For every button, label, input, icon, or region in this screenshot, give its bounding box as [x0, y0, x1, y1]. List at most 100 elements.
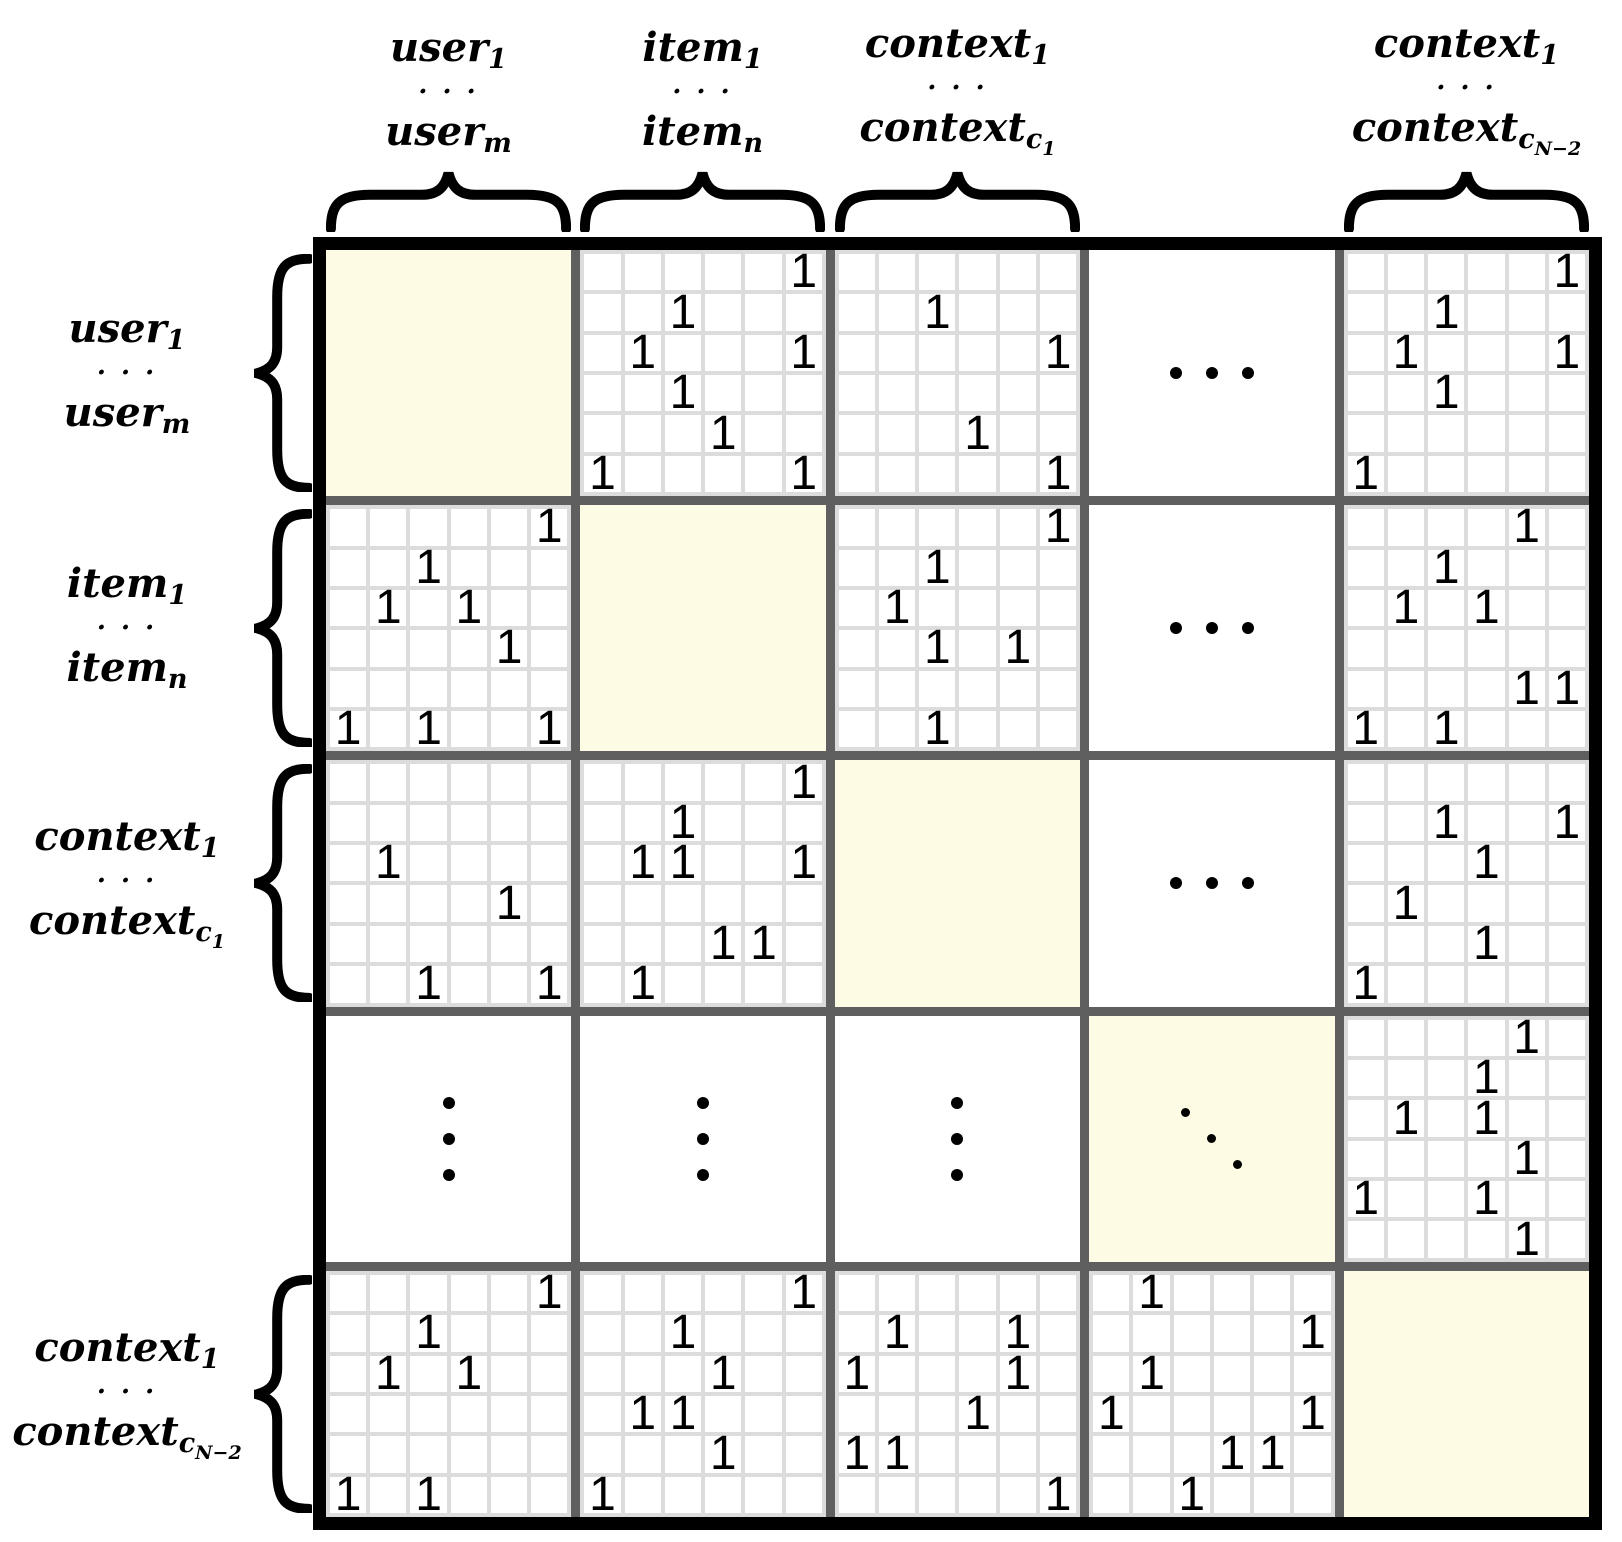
matrix-cell-one: 1 — [959, 1389, 996, 1438]
matrix-cell-empty — [785, 1315, 822, 1352]
col-header-contextN-label: context1 · · · contextcN−2 — [1351, 19, 1582, 160]
matrix-cell-empty — [490, 1274, 528, 1312]
matrix-cell-empty — [745, 1476, 782, 1513]
matrix-block-r4c4-diagonal-dots — [1089, 1015, 1335, 1262]
matrix-cell-empty — [330, 925, 367, 963]
matrix-cell-empty — [410, 885, 447, 922]
matrix-cell-empty — [1548, 925, 1585, 963]
matrix-cell-empty — [959, 670, 996, 708]
matrix-cell-empty — [1387, 1019, 1425, 1056]
matrix-cell-empty — [705, 455, 742, 493]
matrix-cell-one: 1 — [584, 1470, 621, 1519]
matrix-block-r1c1-diagonal — [326, 250, 572, 497]
matrix-cell-empty — [1347, 294, 1384, 331]
matrix-cell-empty — [1387, 711, 1425, 748]
matrix-cell-empty — [1039, 670, 1077, 708]
matrix-cell-one: 1 — [959, 409, 996, 457]
matrix-cell-empty — [1133, 1315, 1170, 1352]
matrix-cell-empty — [999, 711, 1036, 748]
matrix-cell-empty — [1387, 415, 1425, 452]
matrix-cell-empty — [919, 1315, 956, 1352]
matrix-cell-one: 1 — [999, 1349, 1036, 1397]
matrix-cell-one: 1 — [410, 1470, 447, 1519]
matrix-cell-empty — [330, 670, 367, 708]
matrix-cell-empty — [490, 1476, 528, 1513]
matrix-cell-empty — [584, 1436, 621, 1473]
matrix-cell-empty — [1093, 1476, 1130, 1513]
matrix-cell-empty — [1468, 630, 1505, 667]
ellipsis-dot — [442, 1168, 455, 1181]
matrix-cell-empty — [838, 1476, 876, 1513]
matrix-cell-empty — [531, 885, 568, 922]
matrix-block-r2c2-diagonal — [580, 505, 826, 752]
matrix-cell-empty — [1508, 415, 1545, 452]
matrix-cell-empty — [450, 711, 487, 748]
matrix-cell-empty — [879, 415, 916, 452]
matrix-cell-empty — [745, 1436, 782, 1473]
row-header-item-label: item1 · · · itemn — [66, 560, 188, 695]
matrix-cell-empty — [370, 804, 407, 842]
row-header-user: user1 · · · userm — [0, 250, 312, 496]
matrix-cell-empty — [624, 254, 661, 291]
ellipsis-dot — [697, 1096, 710, 1109]
matrix-cell-one: 1 — [785, 247, 822, 296]
matrix-cell-empty — [1508, 966, 1545, 1003]
ellipsis-dot — [1241, 367, 1254, 380]
matrix-cell-empty — [330, 549, 367, 586]
matrix-cell-empty — [1508, 630, 1545, 667]
matrix-cell-empty — [1468, 455, 1505, 493]
matrix-cell-empty — [999, 1436, 1036, 1473]
matrix-cell-empty — [879, 630, 916, 667]
matrix-cell-empty — [919, 334, 956, 372]
matrix-cell-empty — [330, 764, 367, 801]
matrix-cell-one: 1 — [1548, 247, 1585, 296]
matrix-cell-empty — [1508, 885, 1545, 922]
matrix-cell-empty — [1254, 1395, 1291, 1433]
matrix-cell-empty — [1039, 1436, 1077, 1473]
matrix-cell-empty — [1093, 1274, 1130, 1312]
matrix-cell-empty — [959, 1315, 996, 1352]
matrix-cell-empty — [705, 804, 742, 842]
matrix-cell-empty — [370, 1476, 407, 1513]
matrix-cell-empty — [624, 764, 661, 801]
matrix-cell-one: 1 — [919, 543, 956, 591]
matrix-cell-empty — [370, 670, 407, 708]
matrix-cell-empty — [919, 1274, 956, 1312]
matrix-cell-empty — [1548, 885, 1585, 922]
matrix-cell-one: 1 — [624, 328, 661, 377]
matrix-cell-empty — [531, 1476, 568, 1513]
matrix-cell-empty — [370, 1395, 407, 1433]
matrix-cell-one: 1 — [410, 960, 447, 1008]
matrix-cell-empty — [1387, 509, 1425, 546]
matrix-cell-empty — [1428, 589, 1465, 627]
matrix-cell-one: 1 — [1039, 449, 1077, 498]
matrix-cell-empty — [879, 334, 916, 372]
matrix-cell-empty — [1428, 630, 1465, 667]
matrix-cell-empty — [531, 1315, 568, 1352]
matrix-cell-empty — [705, 1274, 742, 1312]
matrix-cell-empty — [999, 549, 1036, 586]
matrix-cell-empty — [1428, 1140, 1465, 1178]
matrix-cell-empty — [490, 670, 528, 708]
matrix-cell-empty — [1213, 1395, 1251, 1433]
matrix-cell-one: 1 — [879, 1309, 916, 1357]
matrix-cell-empty — [785, 885, 822, 922]
matrix-block-r1c4-dots-horizontal — [1089, 250, 1335, 497]
matrix-cell-empty — [410, 1395, 447, 1433]
matrix-cell-empty — [1508, 925, 1545, 963]
matrix-cell-empty — [1039, 375, 1077, 412]
matrix-cell-empty — [959, 1274, 996, 1312]
matrix-cell-empty — [410, 764, 447, 801]
matrix-cell-empty — [879, 254, 916, 291]
matrix-cell-empty — [1428, 845, 1465, 882]
matrix-cell-empty — [1347, 925, 1384, 963]
ellipsis-dot — [1205, 367, 1218, 380]
matrix-cell-one: 1 — [1468, 1094, 1505, 1142]
matrix-cell-one: 1 — [705, 919, 742, 968]
matrix-cell-empty — [1468, 254, 1505, 291]
matrix-cell-empty — [785, 1476, 822, 1513]
matrix-cell-empty — [370, 885, 407, 922]
